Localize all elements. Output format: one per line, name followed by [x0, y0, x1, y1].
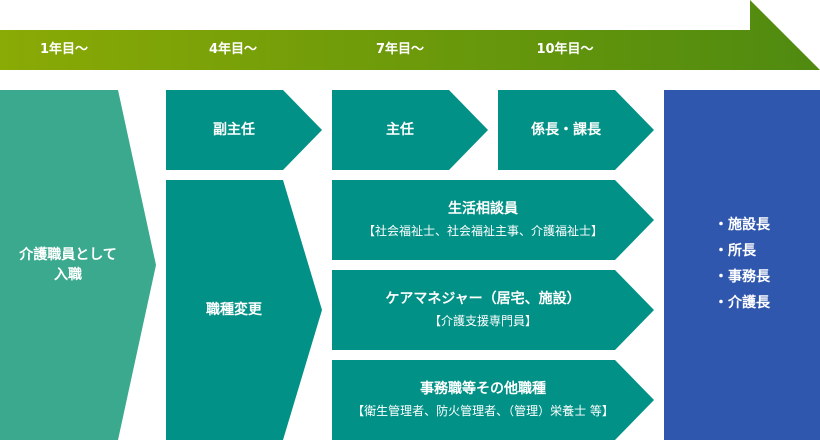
manager-arrow [498, 90, 654, 170]
goal-list: ・施設長 ・所長 ・事務長 ・介護長 [714, 213, 770, 317]
other-title: 事務職等その他職種 [420, 381, 546, 398]
care-manager-arrow [332, 270, 654, 350]
entry-step: 介護職員として 入職 [0, 90, 136, 440]
counselor-note: 【社会福祉士、社会福祉主事、介護福祉士】 [362, 224, 603, 239]
care-manager-step: ケアマネジャー（居宅、施設） 【介護支援専門員】 [332, 270, 634, 350]
care-manager-note: 【介護支援専門員】 [428, 314, 537, 329]
chief-step: 主任 [332, 90, 468, 170]
year-label-1: 1年目〜 [39, 42, 89, 57]
counselor-step: 生活相談員 【社会福祉士、社会福祉主事、介護福祉士】 [332, 180, 634, 260]
entry-arrow [0, 90, 156, 440]
manager-step: 係長・課長 [498, 90, 634, 170]
other-step: 事務職等その他職種 【衛生管理者、防火管理者、（管理）栄養士 等】 [332, 360, 634, 440]
goal-item-facility-director: ・施設長 [714, 217, 770, 234]
goal-item-administrative-manager: ・事務長 [714, 269, 770, 285]
deputy-arrow [166, 90, 322, 170]
chief-arrow [332, 90, 488, 170]
goal-item-office-head: ・所長 [714, 243, 756, 260]
counselor-title: 生活相談員 [448, 201, 518, 218]
other-note: 【衛生管理者、防火管理者、（管理）栄養士 等】 [352, 404, 614, 419]
change-arrow [166, 180, 322, 440]
year-label-4: 4年目〜 [208, 42, 258, 57]
change-label: 職種変更 [206, 301, 262, 318]
goal-positions: ・施設長 ・所長 ・事務長 ・介護長 [664, 90, 820, 440]
change-step: 職種変更 [166, 180, 302, 440]
timeline-arrow [0, 0, 820, 70]
counselor-arrow [332, 180, 654, 260]
chief-label: 主任 [386, 121, 414, 138]
entry-label: 介護職員として 入職 [19, 246, 117, 283]
deputy-label: 副主任 [213, 121, 255, 138]
manager-label: 係長・課長 [531, 121, 601, 138]
year-label-10: 10年目〜 [536, 42, 594, 57]
goal-box [664, 90, 820, 440]
year-label-7: 7年目〜 [375, 42, 425, 57]
other-arrow [332, 360, 654, 440]
deputy-step: 副主任 [166, 90, 302, 170]
care-manager-title: ケアマネジャー（居宅、施設） [385, 291, 581, 308]
goal-item-care-chief: ・介護長 [714, 294, 770, 311]
